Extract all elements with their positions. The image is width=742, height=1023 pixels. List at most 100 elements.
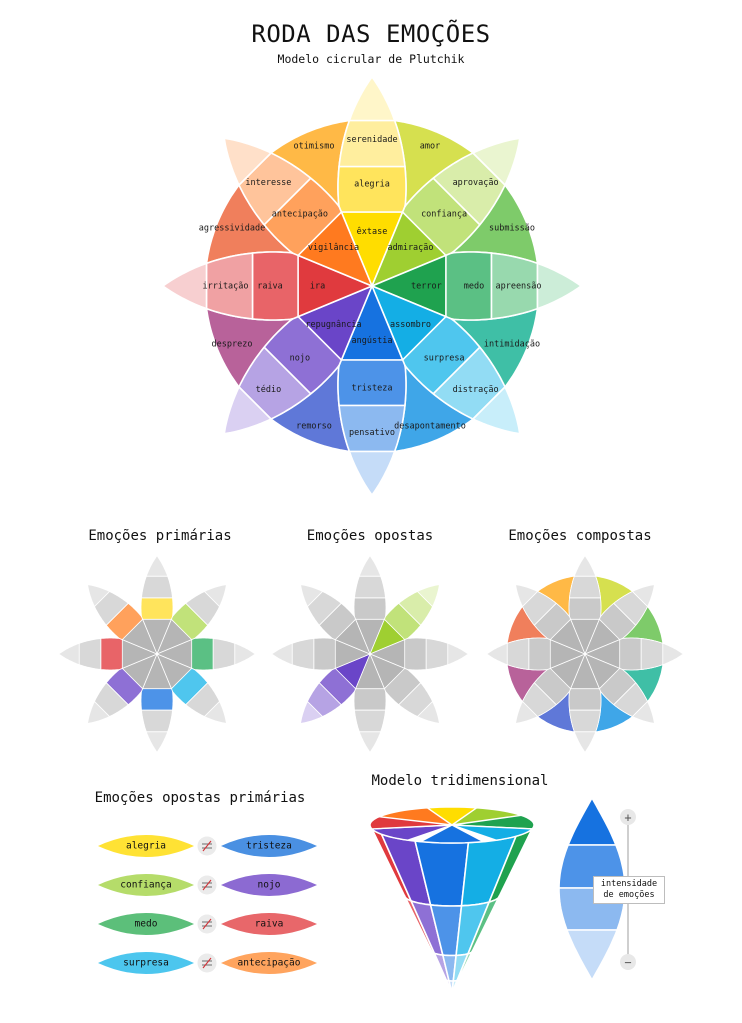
petal-medo-level-1 <box>619 637 642 671</box>
cone-top-wedge <box>370 824 453 841</box>
wheel-label: angústia <box>352 336 393 346</box>
emotion-lens-raiva <box>221 913 317 935</box>
wheel-label: confiança <box>421 209 467 219</box>
emotion-lens-confiança <box>98 874 194 896</box>
minus-icon <box>620 954 636 970</box>
petal-alegria-level-3 <box>574 555 596 577</box>
petal-nojo-level-3 <box>223 386 272 435</box>
section-title-composite-emotions: Emoções compostas <box>508 528 652 544</box>
dyad-label: remorso <box>296 422 332 432</box>
petal-tristeza-level-3 <box>574 731 596 753</box>
page-subtitle: Modelo cicrular de Plutchik <box>277 52 465 66</box>
petal-medo-level-2 <box>640 638 664 670</box>
petal-tristeza-level-1 <box>353 688 387 711</box>
intensity-level-0 <box>566 796 618 846</box>
pair-right-label: raiva <box>255 919 284 930</box>
petal-tristeza-level-1 <box>140 688 174 711</box>
primary-emotions-wheel <box>58 555 256 753</box>
emotion-lens-alegria <box>98 835 194 857</box>
wheel-label: medo <box>464 282 484 292</box>
cone-face <box>451 979 460 994</box>
petal-antecipação-level-3 <box>87 584 110 607</box>
petal-raiva-level-3 <box>271 643 293 665</box>
wheel-label: ira <box>310 282 325 292</box>
wheel-label: aprovação <box>453 178 499 188</box>
petal-tristeza-level-3 <box>358 731 382 753</box>
pair-left-label: alegria <box>126 841 166 852</box>
petal-tristeza-level-2 <box>141 709 173 733</box>
section-title-opposite-emotions: Emoções opostas <box>306 528 434 544</box>
dyad-label: amor <box>420 142 440 152</box>
petal-raiva-level-1 <box>100 637 123 671</box>
emotion-lens-tristeza <box>221 835 317 857</box>
petal-medo-level-1 <box>191 637 214 671</box>
cone-top-wedge <box>418 824 486 844</box>
section-title-opposite-primary: Emoções opostas primárias <box>94 790 306 806</box>
emotion-lens-nojo <box>221 874 317 896</box>
petal-alegria-level-1 <box>140 597 174 620</box>
plus-label: + <box>624 811 631 825</box>
dyad-label: desprezo <box>212 340 253 350</box>
emotion-lens-antecipação <box>221 952 317 974</box>
pair-left-label: confiança <box>120 880 171 891</box>
petal-surpresa-level-3 <box>204 701 227 724</box>
pair-left-label: surpresa <box>123 958 169 969</box>
petal-tristeza-level-1 <box>568 688 602 711</box>
petal-alegria-level-1 <box>568 597 602 620</box>
petal-confiança-level-3 <box>417 584 440 607</box>
composite-emotions-wheel <box>486 555 684 753</box>
wheel-label: alegria <box>354 180 390 190</box>
petal-raiva-level-1 <box>528 637 551 671</box>
petal-alegria-level-2 <box>569 575 601 599</box>
petal-medo-level-3 <box>234 643 256 665</box>
wheel-label: tristeza <box>352 384 393 394</box>
petal-raiva-level-3 <box>58 643 80 665</box>
petal-nojo-level-3 <box>300 701 323 724</box>
petal-nojo-level-3 <box>87 701 110 724</box>
petal-tristeza-level-2 <box>354 709 386 733</box>
petal-alegria-level-3 <box>145 555 169 577</box>
section-title-3d-model: Modelo tridimensional <box>371 773 549 789</box>
petal-confiança-level-3 <box>632 584 655 607</box>
petal-alegria-level-2 <box>354 575 386 599</box>
dyad-label: agressividade <box>199 224 266 234</box>
wheel-label: interesse <box>245 178 291 188</box>
wheel-label: terror <box>411 282 442 292</box>
petal-antecipação-level-3 <box>300 584 323 607</box>
petal-tristeza-level-3 <box>145 731 169 753</box>
pair-right-label: antecipação <box>238 958 301 969</box>
dyad-label: otimismo <box>294 142 335 152</box>
main-emotion-wheel: êxtasealegriaserenidadeadmiraçãoconfianç… <box>162 76 582 496</box>
wheel-label: irritação <box>202 282 248 292</box>
petal-raiva-level-2 <box>78 638 102 670</box>
cone-top-wedge <box>379 807 453 826</box>
emotion-lens-medo <box>98 913 194 935</box>
emotion-lens-surpresa <box>98 952 194 974</box>
3d-cone-model <box>369 806 535 994</box>
wheel-label: surpresa <box>424 354 465 364</box>
wheel-label: distração <box>453 385 499 395</box>
petal-medo-level-1 <box>404 637 427 671</box>
wheel-label: serenidade <box>346 135 397 145</box>
petal-medo-level-2 <box>212 638 236 670</box>
wheel-label: nojo <box>290 354 310 364</box>
petal-medo-level-3 <box>447 643 469 665</box>
petal-medo-level-3 <box>662 643 684 665</box>
opposite-pair-row: confiança nojo <box>98 874 317 896</box>
petal-confiança-level-3 <box>204 584 227 607</box>
wheel-label: admiração <box>387 243 433 253</box>
petal-raiva-level-2 <box>291 638 315 670</box>
pair-right-label: nojo <box>258 880 281 891</box>
petal-antecipação-level-3 <box>223 137 272 186</box>
wheel-label: repugnância <box>305 320 361 330</box>
wheel-label: raiva <box>257 282 283 292</box>
petal-alegria-level-3 <box>348 76 396 122</box>
intensity-label-line1: intensidade <box>600 879 658 889</box>
petal-raiva-level-3 <box>486 643 508 665</box>
petal-confiança-level-3 <box>472 137 521 186</box>
petal-antecipação-level-3 <box>515 584 538 607</box>
